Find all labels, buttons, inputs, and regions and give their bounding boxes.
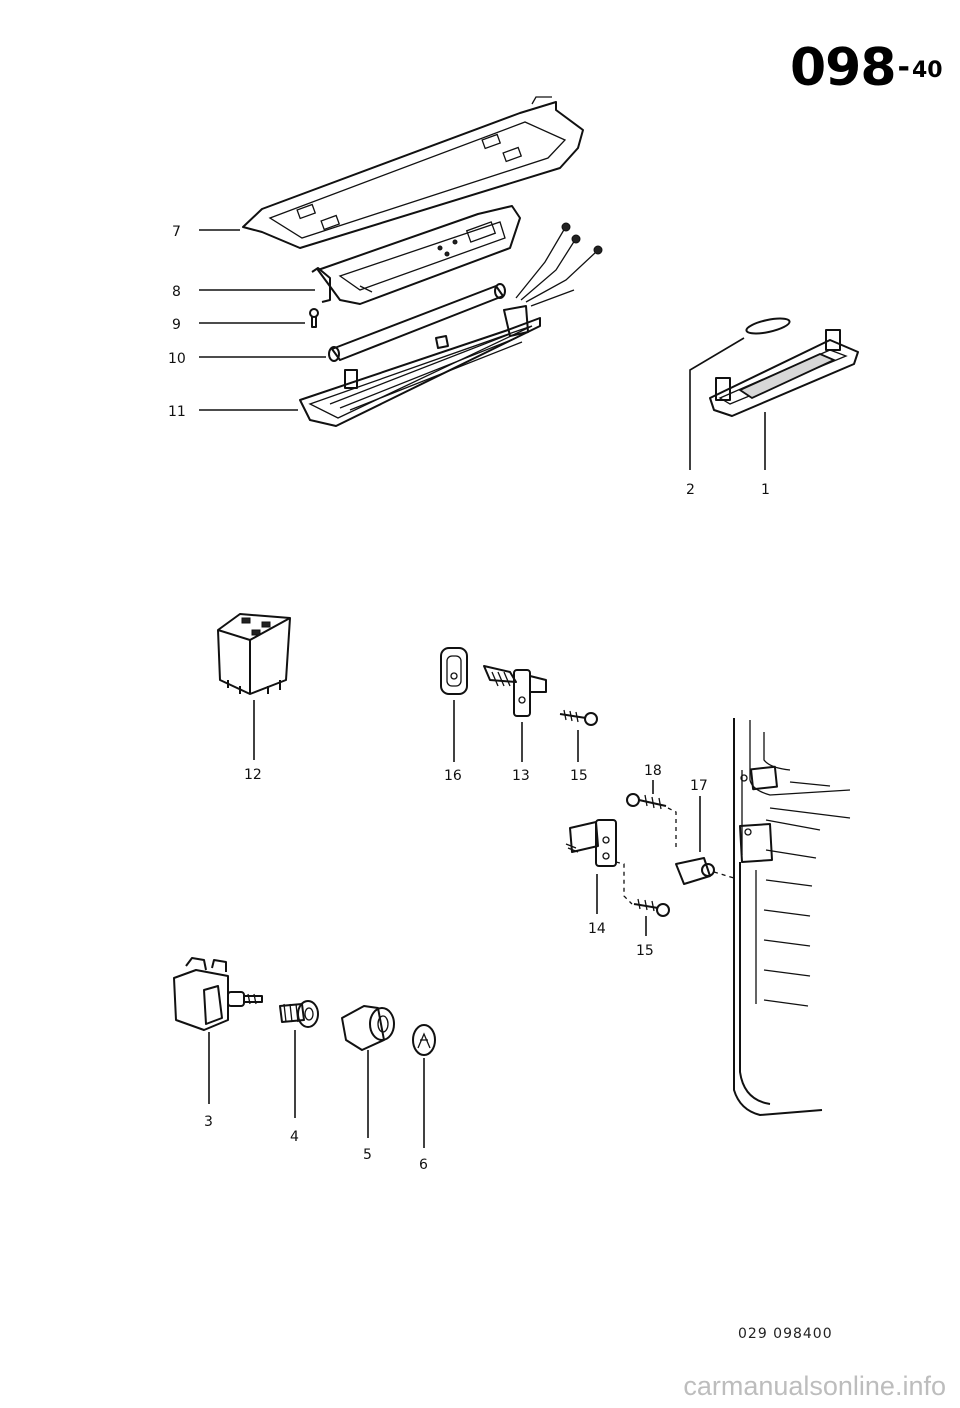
- callout-7: 7: [172, 224, 181, 240]
- part-13-contact-switch: [483, 665, 547, 717]
- part-3-rotary-switch: [173, 957, 263, 1031]
- part-10-bulb: [328, 283, 506, 362]
- callout-9: 9: [172, 317, 181, 333]
- callout-17: 17: [690, 778, 708, 794]
- callout-14: 14: [588, 921, 606, 937]
- callout-15-upper: 15: [570, 768, 588, 784]
- page-number: 40: [912, 58, 943, 83]
- part-2-lamp-bulb: [745, 317, 791, 335]
- callout-10: 10: [168, 351, 186, 367]
- wiring-harness: [515, 222, 603, 307]
- callout-5: 5: [363, 1147, 372, 1163]
- part-8-reflector-bracket: [311, 205, 521, 305]
- door-panel-outline: [733, 718, 851, 1116]
- callout-6: 6: [419, 1157, 428, 1173]
- leader-18-dash: [667, 807, 677, 848]
- callout-16: 16: [444, 768, 462, 784]
- part-9-screw: [309, 308, 319, 328]
- callout-1: 1: [761, 482, 770, 498]
- part-14-door-switch: [565, 819, 617, 867]
- callout-15-lower: 15: [636, 943, 654, 959]
- part-18-screw: [626, 793, 667, 810]
- part-7-housing-cover: [242, 96, 584, 249]
- part-6-symbol-cap: [412, 1024, 436, 1056]
- callout-3: 3: [204, 1114, 213, 1130]
- part-17-connector: [675, 857, 735, 885]
- part-12-relay: [217, 613, 291, 695]
- callout-18: 18: [644, 763, 662, 779]
- group-number: 098: [790, 38, 897, 98]
- page-title: 098-40: [790, 38, 943, 98]
- title-separator: -: [897, 50, 910, 85]
- part-4-bushing: [279, 1000, 319, 1028]
- callout-2: 2: [686, 482, 695, 498]
- callout-13: 13: [512, 768, 530, 784]
- callout-11: 11: [168, 404, 186, 420]
- leader-14-dash: [615, 861, 633, 905]
- watermark: carmanualsonline.info: [683, 1371, 946, 1401]
- leader-2: [689, 337, 745, 470]
- part-5-knob: [341, 1005, 395, 1051]
- part-11-lens: [299, 305, 541, 427]
- part-16-switch-cover: [440, 647, 468, 695]
- drawing-code: 029 098400: [738, 1326, 833, 1342]
- callout-labels: 7 8 9 10 11 2 1 12 16 13 15 18 17 14 15 …: [168, 224, 770, 1173]
- part-1-lamp-housing: [709, 329, 859, 417]
- part-15-screw-upper: [559, 709, 598, 726]
- part-15-screw-lower: [633, 898, 670, 917]
- callout-4: 4: [290, 1129, 299, 1145]
- callout-8: 8: [172, 284, 181, 300]
- callout-12: 12: [244, 767, 262, 783]
